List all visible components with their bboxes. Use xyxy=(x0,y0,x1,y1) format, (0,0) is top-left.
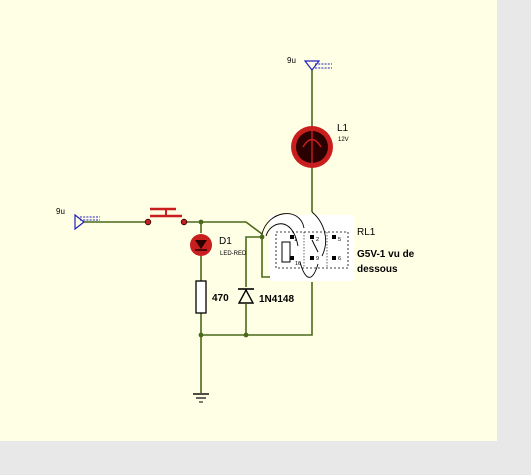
power-terminal-icon xyxy=(74,213,100,231)
lamp-ref-label: L1 xyxy=(337,123,349,134)
diode-value-label: 1N4148 xyxy=(259,294,294,305)
power-terminal-icon xyxy=(303,60,332,71)
resistor-value-label: 470 xyxy=(212,293,229,304)
relay-icon xyxy=(261,211,349,278)
junction-dot xyxy=(259,234,265,240)
relay-pin-label: 16 xyxy=(295,261,301,267)
relay-desc-line1: G5V-1 vu de xyxy=(357,249,415,260)
relay-pin-label: 9 xyxy=(316,256,319,262)
relay-ref-label: RL1 xyxy=(357,227,376,238)
power-left-label: 9u xyxy=(56,207,65,216)
led-value-label: LED-RED xyxy=(220,251,247,257)
push-button-switch-icon xyxy=(144,207,188,226)
lamp-value-label: 12V xyxy=(338,137,349,143)
resistor-icon xyxy=(195,280,207,314)
ground-icon xyxy=(193,393,209,403)
junction-dot xyxy=(243,332,249,338)
junction-dot xyxy=(198,219,204,225)
power-top-label: 9u xyxy=(287,56,296,65)
relay-pin-label: 6 xyxy=(338,256,341,262)
lamp-icon xyxy=(291,126,333,168)
relay-pin-label: 5 xyxy=(338,237,341,243)
led-ref-label: D1 xyxy=(219,236,232,247)
relay-pin-label: 2 xyxy=(316,237,319,243)
relay-pin-label: 1 xyxy=(294,237,297,243)
led-icon xyxy=(190,234,212,256)
junction-dot xyxy=(198,332,204,338)
wire-to-relay xyxy=(201,221,263,235)
diode-icon xyxy=(237,288,255,304)
wire-bottom-rail xyxy=(201,282,313,336)
relay-desc-line2: dessous xyxy=(357,264,398,275)
